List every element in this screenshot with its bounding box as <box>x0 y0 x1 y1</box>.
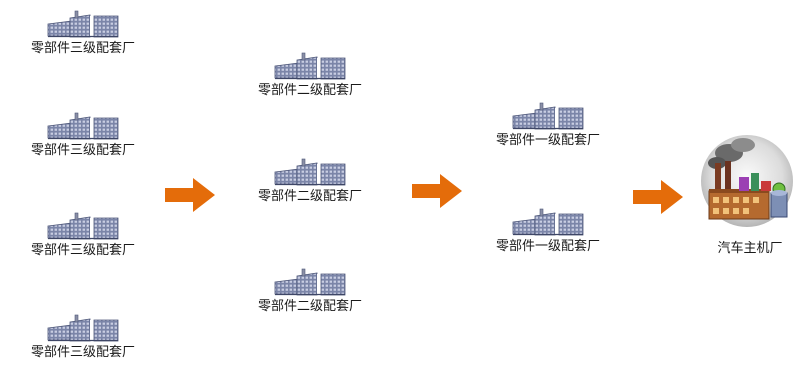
oem-plant: 汽车主机厂 <box>690 133 810 256</box>
factory-building-icon <box>46 212 120 240</box>
tier2-supplier-label: 零部件二级配套厂 <box>257 299 362 314</box>
factory-building-icon <box>46 314 120 342</box>
tier1-supplier-2: 零部件一级配套厂 <box>488 208 608 255</box>
tier3-supplier-label: 零部件三级配套厂 <box>30 41 135 56</box>
tier2-supplier-label: 零部件二级配套厂 <box>257 83 362 98</box>
tier2-supplier-label: 零部件二级配套厂 <box>257 189 362 204</box>
tier3-supplier-label: 零部件三级配套厂 <box>30 345 135 360</box>
tier3-supplier-3: 零部件三级配套厂 <box>23 212 143 259</box>
tier3-supplier-4: 零部件三级配套厂 <box>23 314 143 361</box>
tier3-supplier-2: 零部件三级配套厂 <box>23 112 143 159</box>
oem-label: 汽车主机厂 <box>717 241 783 256</box>
tier1-supplier-label: 零部件一级配套厂 <box>495 239 600 254</box>
factory-building-icon <box>46 112 120 140</box>
tier2-supplier-3: 零部件二级配套厂 <box>250 268 370 315</box>
tier2-supplier-1: 零部件二级配套厂 <box>250 52 370 99</box>
factory-building-icon <box>511 208 585 236</box>
tier3-supplier-label: 零部件三级配套厂 <box>30 143 135 158</box>
arrow-right-icon <box>412 174 462 208</box>
tier1-supplier-1: 零部件一级配套厂 <box>488 102 608 149</box>
arrow-right-icon <box>165 178 215 212</box>
arrow-right-icon <box>633 180 683 214</box>
factory-building-icon <box>273 158 347 186</box>
factory-building-icon <box>511 102 585 130</box>
tier2-supplier-2: 零部件二级配套厂 <box>250 158 370 205</box>
tier1-supplier-label: 零部件一级配套厂 <box>495 133 600 148</box>
factory-building-icon <box>46 10 120 38</box>
tier3-supplier-1: 零部件三级配套厂 <box>23 10 143 57</box>
tier3-supplier-label: 零部件三级配套厂 <box>30 243 135 258</box>
car-manufacturer-plant-icon <box>701 135 793 227</box>
factory-building-icon <box>273 52 347 80</box>
factory-building-icon <box>273 268 347 296</box>
